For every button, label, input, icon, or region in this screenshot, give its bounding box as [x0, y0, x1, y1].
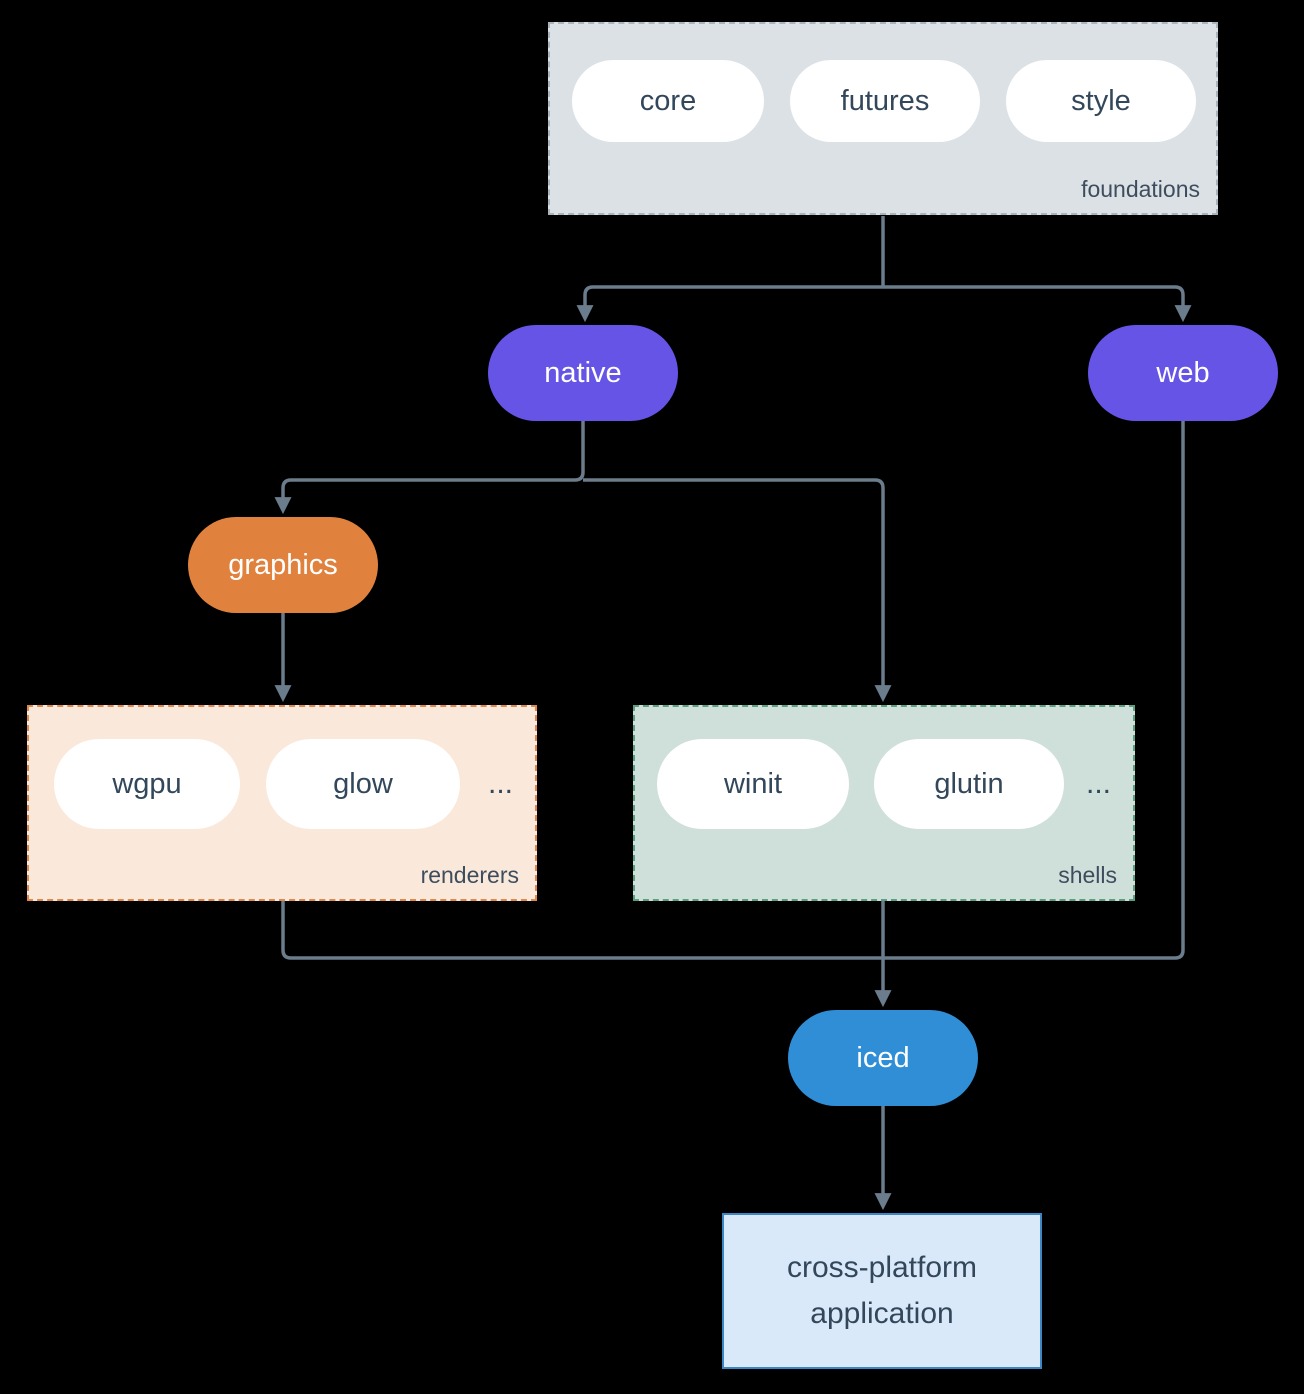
node-winit: winit — [657, 739, 849, 829]
node-iced: iced — [788, 1010, 978, 1106]
foundations-group: core futures style foundations — [548, 22, 1218, 215]
edge-native-to-shells — [583, 478, 892, 703]
node-cross-platform-application: cross-platform application — [722, 1213, 1042, 1369]
shells-label: shells — [1058, 862, 1117, 888]
node-native: native — [488, 325, 678, 421]
node-wgpu: wgpu — [54, 739, 240, 829]
node-futures: futures — [790, 60, 980, 142]
node-glow: glow — [266, 739, 460, 829]
node-web: web — [1088, 325, 1278, 421]
node-core: core — [572, 60, 764, 142]
node-glutin: glutin — [874, 739, 1064, 829]
edge-foundations-to-web — [883, 285, 1192, 323]
node-style: style — [1006, 60, 1196, 142]
renderers-group: wgpu glow ... renderers — [27, 705, 537, 901]
renderers-label: renderers — [420, 862, 519, 888]
shells-group: winit glutin ... shells — [633, 705, 1135, 901]
edge-foundations-to-native — [576, 285, 883, 323]
node-graphics: graphics — [188, 517, 378, 613]
edge-native-to-graphics — [274, 421, 585, 515]
edge-web-to-iced — [883, 421, 1185, 960]
foundations-label: foundations — [1081, 176, 1200, 202]
renderers-ellipsis: ... — [487, 767, 513, 800]
edge-renderers-to-iced — [281, 901, 883, 960]
shells-ellipsis: ... — [1085, 767, 1111, 800]
